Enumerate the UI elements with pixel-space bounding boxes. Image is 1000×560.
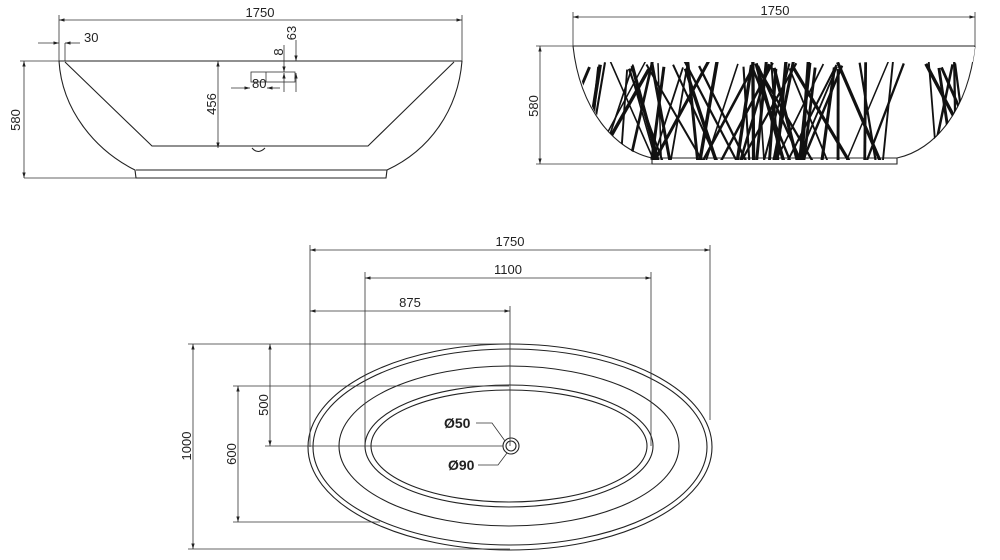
lattice-strand: [767, 68, 778, 160]
lattice-strand: [924, 63, 975, 160]
lattice-strand: [630, 65, 661, 160]
lattice-strand: [575, 66, 591, 160]
lattice-strand: [703, 63, 739, 160]
top-length-label: 1750: [496, 234, 525, 249]
lattice-strand: [669, 63, 689, 160]
side-height-label: 580: [8, 109, 23, 131]
top-plan-view: 1750 1100 875 1000 600 500 Ø50 Ø90: [179, 234, 713, 551]
drain-outer-label: Ø90: [448, 457, 475, 473]
drain-inner: [505, 440, 517, 452]
rim-band: [575, 47, 975, 62]
lattice-strand: [858, 62, 878, 160]
lattice-strand: [650, 67, 684, 160]
lattice-strand: [698, 65, 750, 160]
lattice-pattern: [575, 47, 975, 160]
inner-width-label: 600: [224, 443, 239, 465]
lattice-strand: [772, 67, 801, 160]
drain-inner-label: Ø50: [444, 415, 471, 431]
front-height-label: 580: [526, 95, 541, 117]
lattice-strand: [628, 68, 658, 160]
lattice-strand: [582, 64, 602, 160]
lattice-strand: [754, 62, 787, 160]
exterior-side-view: 1750 580: [526, 3, 976, 165]
lattice-strand: [761, 63, 791, 160]
lattice-strand: [794, 66, 838, 160]
lattice-strand: [836, 61, 884, 160]
lattice-strand: [627, 59, 654, 160]
lattice-strand: [737, 63, 771, 160]
lattice-strand: [819, 67, 836, 160]
drain-side-offset-label: 500: [256, 394, 271, 416]
lattice-strand: [953, 63, 970, 160]
lattice-strand: [751, 60, 756, 160]
lattice-strand: [791, 65, 853, 160]
lattice-strand: [697, 60, 719, 160]
lattice-strand: [683, 59, 740, 160]
lattice-strand: [940, 66, 975, 160]
lattice-strand: [650, 62, 673, 160]
lattice-strand: [757, 68, 766, 160]
drain-outer: [502, 437, 520, 455]
overflow-gap-label: 8: [271, 48, 286, 55]
lattice-strand: [771, 61, 795, 160]
lattice-strand: [864, 63, 905, 160]
inner-length-label: 1100: [494, 262, 522, 277]
top-width-label: 1000: [179, 432, 194, 461]
lattice-strand: [686, 61, 700, 160]
lattice-strand: [609, 60, 657, 160]
lattice-strand: [881, 60, 894, 160]
rim-label: 30: [84, 30, 98, 45]
lattice-strand: [772, 63, 825, 160]
drain-offset-label: 875: [399, 295, 421, 310]
side-section-view: 1750 30 456 580 80 8 63: [8, 5, 463, 179]
side-width-label: 1750: [246, 5, 275, 20]
front-width-label: 1750: [761, 3, 790, 18]
overflow-top-label: 63: [284, 26, 299, 40]
lattice-strand: [863, 62, 868, 160]
overflow-width-label: 80: [252, 76, 266, 91]
lattice-strand: [738, 62, 798, 160]
inner-depth-label: 456: [204, 93, 219, 115]
lattice-strand: [650, 59, 711, 160]
